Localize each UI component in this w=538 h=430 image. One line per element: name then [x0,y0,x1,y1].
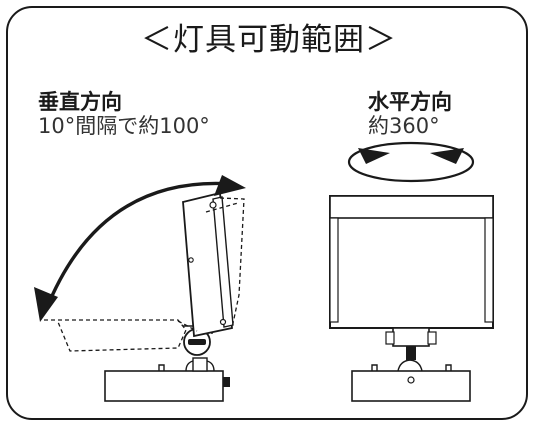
rotation-arrow-left [358,148,390,164]
left-base-connector [223,377,230,387]
lamp-alt-position-upper [219,197,245,329]
rounded-frame [6,6,528,420]
horizontal-heading: 水平方向 [368,90,452,114]
horizontal-detail: 約360° [368,114,440,138]
arc-arrowhead-top [214,175,246,196]
rotation-arrow-right [430,148,464,164]
rotation-ellipse [347,141,475,183]
arc-arrowhead-bottom [34,287,58,322]
vertical-detail: 10°間隔で約100° [38,114,210,138]
diagram-title: ＜灯具可動範囲＞ [141,22,397,58]
left-base-box [104,370,224,402]
lamp-alt-position-horizontal [44,319,187,352]
vertical-lamp-illustration [34,175,246,402]
vertical-heading: 垂直方向 [38,90,122,114]
vertical-range-arc [44,181,233,311]
right-base-box [351,370,471,402]
horizontal-lamp-illustration [329,141,494,402]
